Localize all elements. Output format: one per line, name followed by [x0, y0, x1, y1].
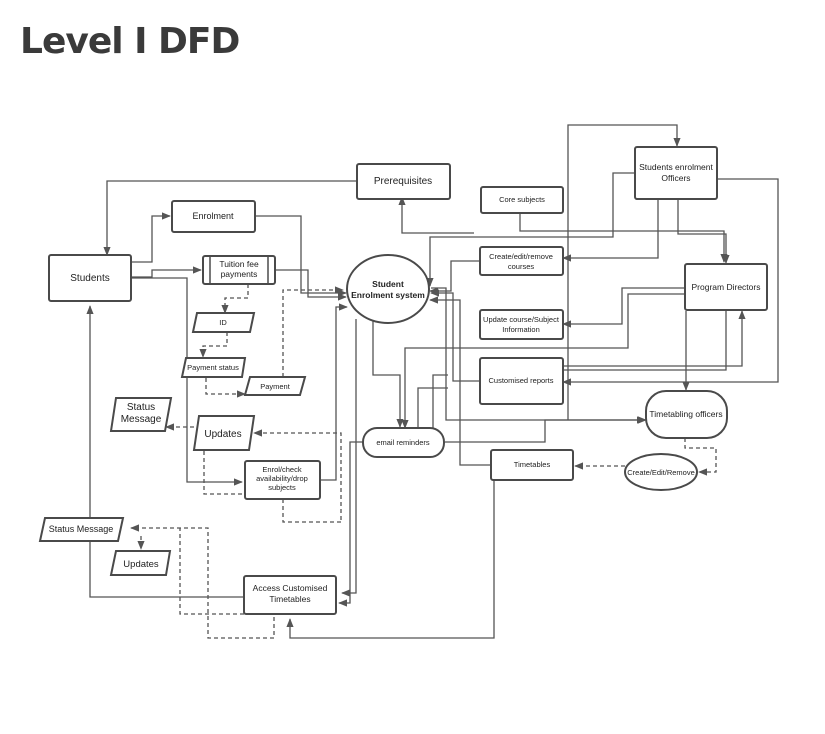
email-reminders-process: email reminders — [362, 427, 445, 458]
access-customised-timetables-process: Access Customised Timetables — [243, 575, 337, 615]
ucsi-line2: Information — [502, 325, 540, 334]
customised-reports-process: Customised reports — [479, 357, 564, 405]
timetables-store: Timetables — [490, 449, 574, 481]
updates-bottom-label: Updates — [123, 559, 159, 570]
seo-line2: Officers — [661, 173, 690, 183]
status-message-top-line2: Message — [121, 414, 162, 425]
payment-label: Payment — [260, 382, 291, 391]
prerequisites-entity: Prerequisites — [356, 163, 451, 200]
connectors — [86, 124, 779, 639]
id-label: ID — [219, 318, 227, 327]
enrol-check-line1: Enrol/check — [262, 465, 301, 474]
tuition-label-line1: Tuition fee — [219, 259, 259, 269]
customised-reports-label: Customised reports — [488, 376, 553, 385]
seo-line1: Students enrolment — [639, 162, 713, 172]
tuition-label-line2: payments — [221, 269, 258, 279]
enrol-check-line3: subjects — [268, 483, 296, 492]
updates-top: Updates — [192, 415, 256, 451]
timetabling-officers-label: Timetabling officers — [649, 409, 722, 419]
email-reminders-label: email reminders — [376, 438, 430, 447]
system-label-line1: Student — [372, 279, 404, 289]
timetabling-officers-entity: Timetabling officers — [645, 390, 728, 439]
timetables-label: Timetables — [514, 460, 551, 469]
payment-status-label: Payment status — [187, 363, 239, 372]
access-customised-line2: Timetables — [269, 594, 310, 604]
update-course-subject-process: Update course/Subject Information — [479, 309, 564, 340]
enrol-check-line2: availability/drop — [256, 474, 308, 483]
program-directors-label: Program Directors — [692, 282, 761, 292]
page-title: Level I DFD — [20, 21, 240, 62]
students-label: Students — [70, 273, 109, 284]
payment-status-data: Payment status — [180, 357, 247, 378]
enrolment-process: Enrolment — [171, 200, 256, 233]
program-directors-entity: Program Directors — [684, 263, 768, 311]
ucsi-line1: Update course/Subject — [483, 315, 560, 324]
system-label-line2: Enrolment system — [351, 290, 425, 300]
id-data: ID — [191, 312, 256, 333]
enrol-check-process: Enrol/check availability/drop subjects — [244, 460, 321, 500]
students-entity: Students — [48, 254, 132, 302]
enrolment-label: Enrolment — [192, 211, 234, 221]
create-edit-remove-courses-process: Create/edit/remove courses — [479, 246, 564, 276]
student-enrolment-system-process: Student Enrolment system — [346, 254, 430, 324]
payment-data: Payment — [243, 376, 307, 396]
cerc-line1: Create/edit/remove — [489, 252, 553, 261]
updates-top-label: Updates — [204, 429, 241, 440]
updates-bottom: Updates — [109, 550, 172, 576]
create-edit-remove-label: Create/Edit/Remove — [627, 468, 695, 477]
status-message-bottom-label: Status Message — [49, 524, 114, 534]
prerequisites-label: Prerequisites — [374, 176, 432, 187]
status-message-top-line1: Status — [127, 402, 155, 413]
status-message-bottom: Status Message — [38, 517, 125, 542]
students-enrolment-officers-entity: Students enrolment Officers — [634, 146, 718, 200]
access-customised-line1: Access Customised — [253, 583, 328, 593]
cerc-line2: courses — [508, 262, 535, 271]
core-subjects-label: Core subjects — [499, 195, 545, 204]
tuition-fee-payments-store: Tuition fee payments — [202, 255, 276, 285]
core-subjects-store: Core subjects — [480, 186, 564, 214]
status-message-top: Status Message — [109, 397, 173, 432]
create-edit-remove-process: Create/Edit/Remove — [624, 453, 698, 491]
